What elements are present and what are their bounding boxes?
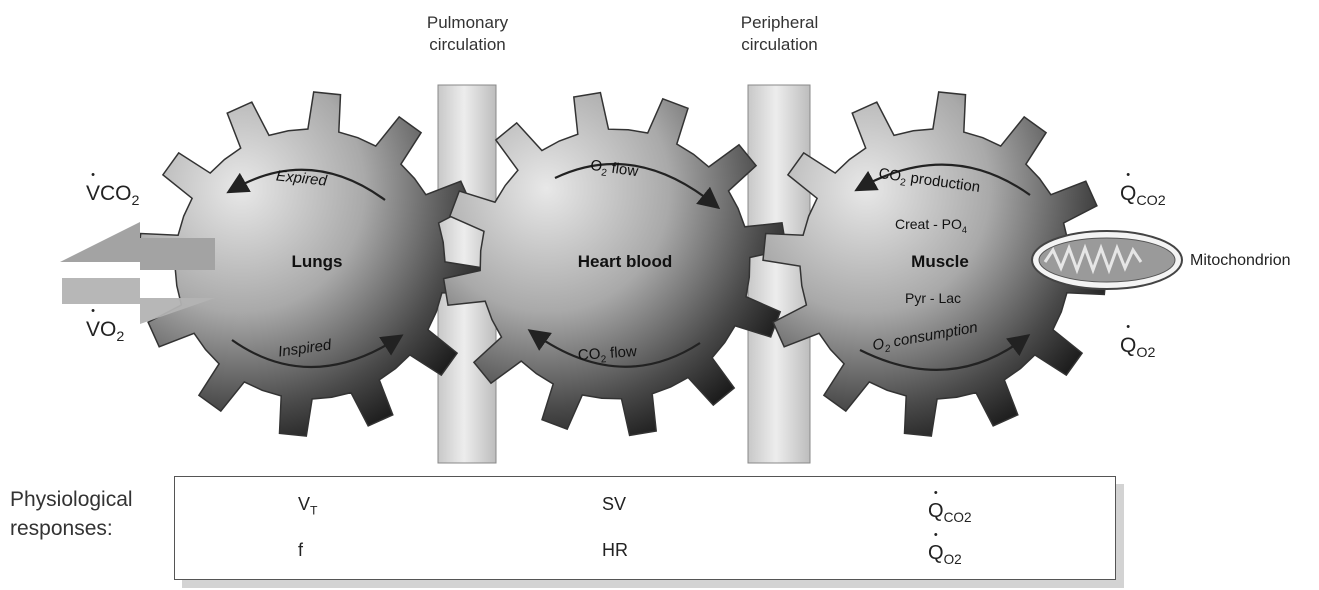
response-qo2: QO2 (928, 542, 962, 567)
muscle-label: Muscle (880, 252, 1000, 272)
physio-line2: responses: (10, 514, 133, 543)
creat-po4-sub: 4 (962, 225, 967, 235)
response-vt-sub: T (310, 504, 317, 518)
pulmonary-circulation-label: Pulmonary circulation (400, 12, 535, 56)
response-qco2-main: Q (928, 500, 944, 523)
vco2-sub2: 2 (132, 193, 140, 209)
pulmonary-line1: Pulmonary (400, 12, 535, 34)
response-hr-main: HR (602, 540, 628, 560)
vo2-main: V (86, 318, 100, 342)
co2-flow-post: flow (605, 343, 637, 362)
pulmonary-line2: circulation (400, 34, 535, 56)
peripheral-line1: Peripheral (712, 12, 847, 34)
response-hr: HR (602, 540, 628, 561)
response-f-main: f (298, 540, 303, 560)
creat-po4-pre: Creat - PO (895, 216, 962, 232)
physiological-responses-title: Physiological responses: (10, 485, 133, 543)
vco2-symbol: VCO2 (86, 182, 139, 209)
mitochondrion-inner (1039, 238, 1175, 282)
qo2-main: Q (1120, 334, 1136, 358)
qo2-sub-text: O (1136, 345, 1147, 361)
qco2-sub2: 2 (1158, 193, 1166, 209)
response-qco2: QCO2 (928, 500, 972, 525)
responses-panel (174, 476, 1116, 580)
response-vt-main: V (298, 494, 310, 514)
o2-flow-post: flow (606, 159, 639, 180)
physio-line1: Physiological (10, 485, 133, 514)
creat-po4-label: Creat - PO4 (895, 216, 967, 235)
response-qo2-main: Q (928, 542, 944, 565)
heart-blood-label: Heart blood (555, 252, 695, 272)
co2-flow-pre: CO (577, 346, 601, 365)
response-qco2-sub2: 2 (964, 510, 972, 525)
vo2-symbol: VO2 (86, 318, 124, 345)
response-qo2-sub: O (944, 552, 955, 567)
response-sv-main: SV (602, 494, 626, 514)
peripheral-circulation-label: Peripheral circulation (712, 12, 847, 56)
qo2-sub2: 2 (1147, 345, 1155, 361)
peripheral-line2: circulation (712, 34, 847, 56)
mitochondrion-label: Mitochondrion (1190, 252, 1291, 270)
qco2-sub-text: CO (1136, 193, 1157, 209)
response-qco2-sub: CO (944, 510, 964, 525)
response-qo2-sub2: 2 (954, 552, 962, 567)
response-sv: SV (602, 494, 626, 515)
co2-flow-label: CO2 flow (577, 343, 637, 367)
vco2-sub-text: CO (100, 182, 132, 205)
qo2-symbol: QO2 (1120, 334, 1155, 361)
response-f: f (298, 540, 303, 561)
vo2-sub2: 2 (116, 329, 124, 345)
qco2-symbol: QCO2 (1120, 182, 1166, 209)
vo2-sub-text: O (100, 318, 116, 341)
qco2-main: Q (1120, 182, 1136, 206)
pyr-lac-label: Pyr - Lac (905, 290, 961, 306)
response-vt: VT (298, 494, 318, 518)
co2-production-pre: CO (878, 165, 903, 185)
lungs-label: Lungs (262, 252, 372, 272)
vco2-main: V (86, 182, 100, 206)
